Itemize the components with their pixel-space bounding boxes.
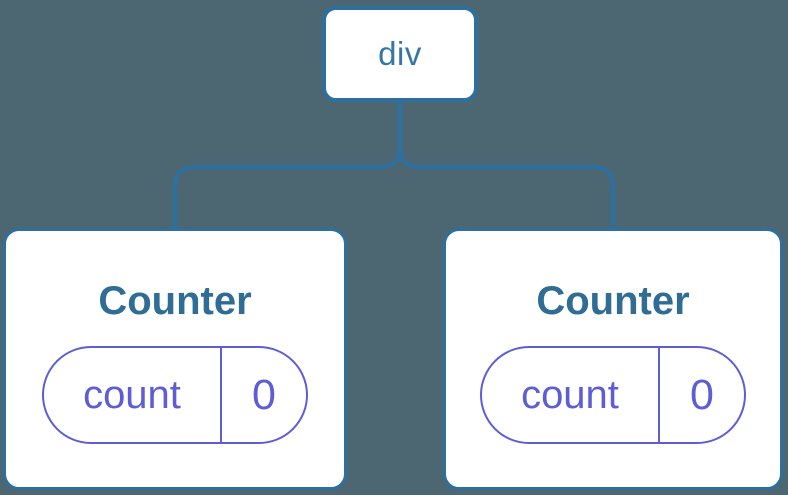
state-value-cell: 0 <box>220 348 306 442</box>
state-key-label: count <box>521 372 619 417</box>
state-key-cell: count <box>482 348 658 442</box>
state-pill: count 0 <box>480 346 746 444</box>
counter-title: Counter <box>98 279 252 323</box>
state-pill: count 0 <box>42 346 308 444</box>
counter-card-right: Counter count 0 <box>443 228 783 490</box>
connector-left-branch <box>172 102 403 228</box>
state-value-label: 0 <box>252 370 276 419</box>
state-value-cell: 0 <box>658 348 744 442</box>
state-value-label: 0 <box>690 370 714 419</box>
counter-title: Counter <box>536 279 690 323</box>
counter-card-left: Counter count 0 <box>3 228 347 490</box>
root-node: div <box>322 6 478 102</box>
root-node-label: div <box>378 35 422 72</box>
state-key-cell: count <box>44 348 220 442</box>
state-key-label: count <box>83 372 181 417</box>
connector-right-branch <box>397 102 616 228</box>
